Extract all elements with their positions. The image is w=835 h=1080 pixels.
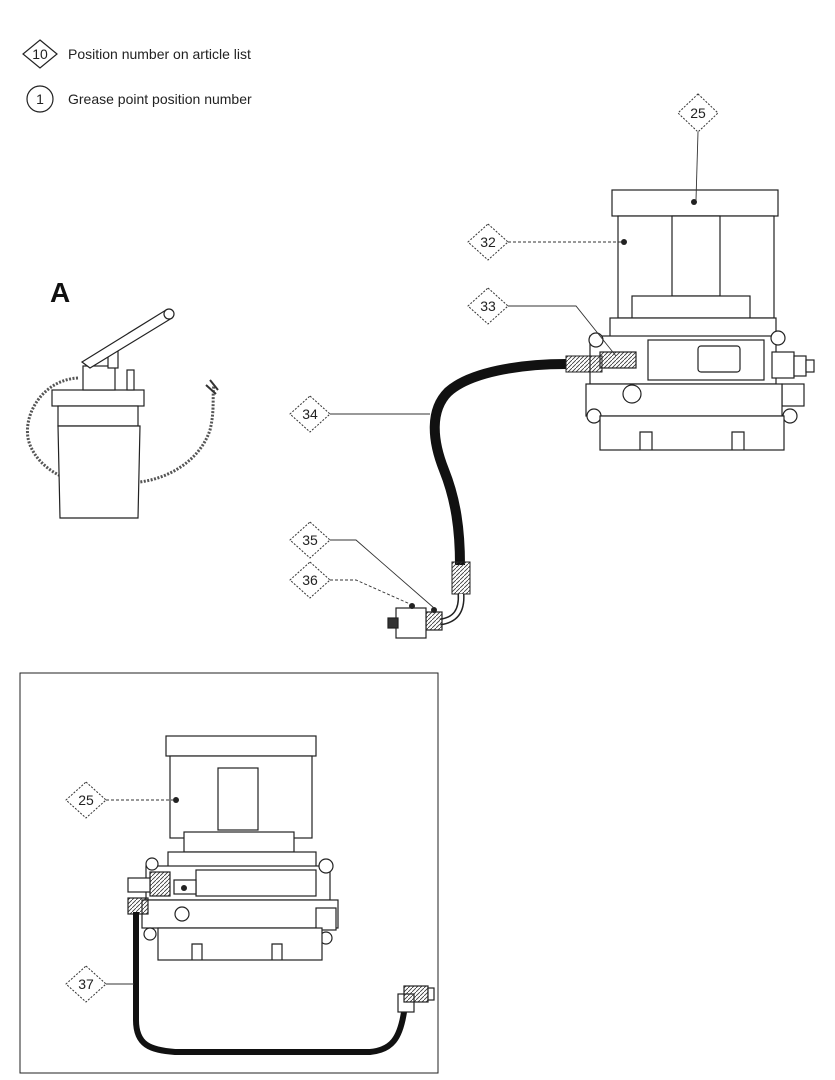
legend-diamond-number: 10 xyxy=(32,46,48,62)
grease-hand-pump xyxy=(25,308,219,519)
hose-34 xyxy=(429,355,603,626)
cable-37 xyxy=(133,912,435,1055)
circle-symbol-icon: 1 xyxy=(26,85,54,113)
callout-36-label: 36 xyxy=(302,572,318,588)
callout-32: 32 xyxy=(467,223,622,261)
callout-25-inset-label: 25 xyxy=(78,792,94,808)
inset-pump-unit xyxy=(127,735,339,961)
callout-37-label: 37 xyxy=(78,976,94,992)
inset-frame xyxy=(19,672,439,1074)
legend-circle-number: 1 xyxy=(36,91,44,107)
callout-35-label: 35 xyxy=(302,532,318,548)
callout-32-label: 32 xyxy=(480,234,496,250)
callout-35: 35 xyxy=(289,521,435,609)
callout-34: 34 xyxy=(289,395,430,433)
callout-33-label: 33 xyxy=(480,298,496,314)
callout-37: 37 xyxy=(65,965,134,1003)
callout-25-top-label: 25 xyxy=(690,105,706,121)
callout-34-label: 34 xyxy=(302,406,318,422)
diamond-symbol-icon: 10 xyxy=(22,39,58,69)
callout-33: 33 xyxy=(467,287,617,357)
fitting-assembly xyxy=(387,603,443,639)
legend-position-number: 10 Position number on article list xyxy=(20,38,251,70)
callout-36: 36 xyxy=(289,561,411,605)
section-label: A xyxy=(50,277,70,308)
callout-25-top: 25 xyxy=(677,93,719,201)
legend-grease-text: Grease point position number xyxy=(68,91,252,107)
callout-25-inset: 25 xyxy=(65,781,174,819)
pump-unit xyxy=(585,189,815,451)
legend-grease-point: 1 Grease point position number xyxy=(20,83,252,115)
legend-position-text: Position number on article list xyxy=(68,46,251,62)
